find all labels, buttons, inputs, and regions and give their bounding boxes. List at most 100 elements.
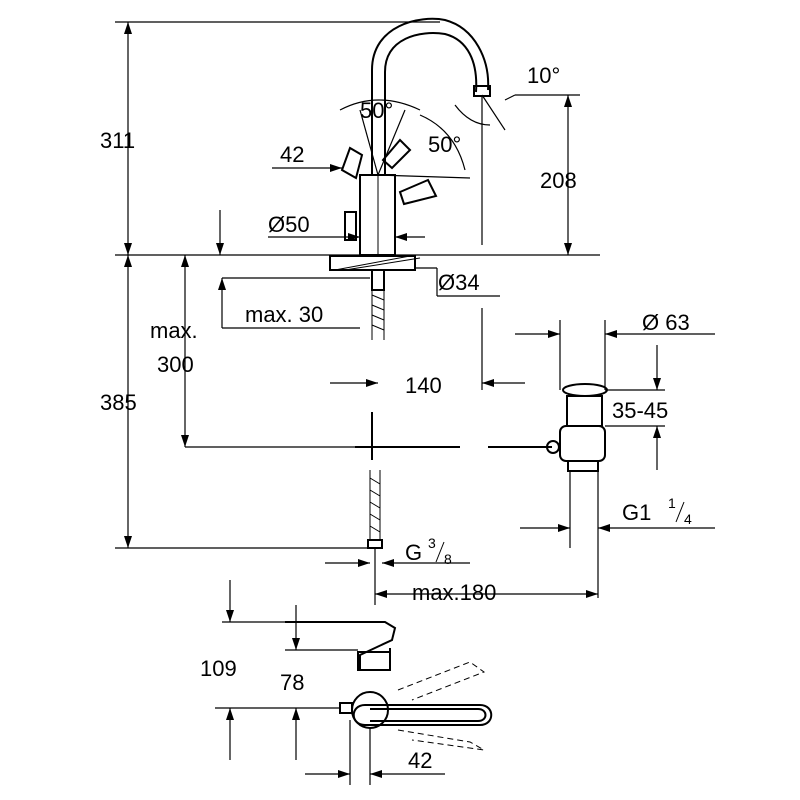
waste-lower-body xyxy=(559,425,606,462)
dim-109: 109 xyxy=(200,580,340,760)
dim-385-label: 385 xyxy=(100,390,137,415)
angle-50a-label: 50° xyxy=(360,98,393,123)
spout-top-inner xyxy=(370,708,487,722)
dim-max180-arrow-right xyxy=(586,590,598,598)
angle-ref-1 xyxy=(359,109,379,176)
spout-top-outer xyxy=(352,704,493,726)
dim-g114-arrow-left xyxy=(558,524,570,532)
dim-311-arrow-bottom xyxy=(124,243,132,255)
waste-body xyxy=(566,395,603,427)
dim-dia63-label: Ø 63 xyxy=(642,310,690,335)
dim-max180-label: max.180 xyxy=(412,580,496,605)
dim-dia50-arrow-right xyxy=(395,233,407,241)
angle-50b-label: 50° xyxy=(428,132,461,157)
lever-open xyxy=(398,178,438,206)
dim-max300: max. 300 xyxy=(150,255,198,447)
spout-swing-upper xyxy=(397,661,486,701)
dim-g38-denominator: 8 xyxy=(444,551,452,567)
dim-78-arrow-bottom xyxy=(292,708,300,720)
dim-g38-arrow-left xyxy=(358,559,370,567)
dim-max180-arrow-left xyxy=(375,590,387,598)
mount-hatch-1 xyxy=(334,255,411,271)
dim-35-45-arrow-bottom xyxy=(653,426,661,438)
dim-385: 385 xyxy=(100,255,372,549)
dim-109-arrow-top xyxy=(226,610,234,622)
dim-385-arrow-top xyxy=(124,255,132,267)
dim-g114-slash xyxy=(675,501,685,523)
dim-78-label: 78 xyxy=(280,670,304,695)
dim-dia34-label: Ø34 xyxy=(438,270,480,295)
angle-ref-3 xyxy=(377,174,471,179)
dim-78: 78 xyxy=(280,605,358,760)
angle-arc-10 xyxy=(454,104,491,126)
dim-109-label: 109 xyxy=(200,656,237,681)
dim-208-arrow-bottom xyxy=(564,243,572,255)
supply-hose-bottom xyxy=(369,470,381,540)
dim-g38-label: G xyxy=(405,540,422,565)
dim-max300-label-1: max. xyxy=(150,318,198,343)
dim-max300-arrow-top xyxy=(181,255,189,267)
hose-nut xyxy=(367,539,383,549)
dim-42-top: 42 xyxy=(272,142,342,172)
dim-dia50: Ø50 xyxy=(216,210,425,255)
dim-g114-arrow-right xyxy=(598,524,610,532)
dim-g114-numerator: 1 xyxy=(668,495,676,511)
dim-42-bottom-label: 42 xyxy=(408,748,432,773)
mounting-stud xyxy=(371,269,385,291)
dim-g114: G1 1 4 xyxy=(520,495,715,532)
dim-dia34: Ø34 xyxy=(415,267,500,297)
dim-g114-label: G1 xyxy=(622,500,651,525)
lever-down xyxy=(344,211,357,241)
spout-swing-lower xyxy=(397,729,485,751)
angle-arc-50b xyxy=(419,114,466,171)
dim-78-arrow-top xyxy=(292,638,300,650)
dim-35-45-label: 35-45 xyxy=(612,398,668,423)
dim-208: 208 xyxy=(540,95,577,255)
lever-hub xyxy=(357,651,391,671)
dim-311-arrow-top xyxy=(124,22,132,34)
lever-left xyxy=(340,146,364,180)
dim-140-arrow-right xyxy=(482,379,494,387)
lever-top-view xyxy=(222,621,493,751)
lever-right xyxy=(381,138,412,170)
dim-42-top-label: 42 xyxy=(280,142,304,167)
dim-max180: max.180 xyxy=(374,548,598,605)
angle-10-label: 10° xyxy=(527,63,560,88)
hose-braid-top xyxy=(371,294,385,331)
dim-385-arrow-bottom xyxy=(124,536,132,548)
lever-handle-outline xyxy=(285,621,397,671)
mount-hatch-2 xyxy=(344,257,421,271)
dim-g38-arrow-right xyxy=(382,559,394,567)
supply-and-waste xyxy=(185,383,608,598)
dim-140-arrow-left xyxy=(366,379,378,387)
dim-max30: max. 30 xyxy=(218,277,370,329)
dim-140-label: 140 xyxy=(405,373,442,398)
side-nozzle xyxy=(339,702,353,714)
angle-ref-2 xyxy=(377,109,406,176)
dim-35-45-arrow-top xyxy=(653,378,661,390)
spout-outer xyxy=(371,17,490,175)
dim-dia63-arrow-left xyxy=(548,330,560,338)
dim-dia50-arrow-left xyxy=(348,233,360,241)
dim-max30-arrow xyxy=(218,278,226,290)
angle-arc-50a xyxy=(339,99,421,111)
dim-42b-arrow-left xyxy=(338,770,350,778)
dim-42-arrow xyxy=(330,164,342,172)
dim-max300-arrow-bottom xyxy=(181,435,189,447)
dim-208-label: 208 xyxy=(540,168,577,193)
dim-42b-arrow-right xyxy=(370,770,382,778)
waste-port xyxy=(546,440,560,454)
hose-braid-bottom xyxy=(369,477,381,533)
spout-inner xyxy=(384,32,478,175)
dim-42-bottom: 42 xyxy=(305,720,445,785)
dim-g38: G 3 8 xyxy=(325,535,470,567)
dim-max300-label-2: 300 xyxy=(157,352,194,377)
spout-tilt xyxy=(481,94,506,131)
dim-208-arrow-top xyxy=(564,95,572,107)
dim-dia50-label: Ø50 xyxy=(268,212,310,237)
dim-311: 311 xyxy=(100,21,440,255)
dim-35-45: 35-45 xyxy=(605,345,668,470)
dim-dia63: Ø 63 xyxy=(515,310,715,390)
